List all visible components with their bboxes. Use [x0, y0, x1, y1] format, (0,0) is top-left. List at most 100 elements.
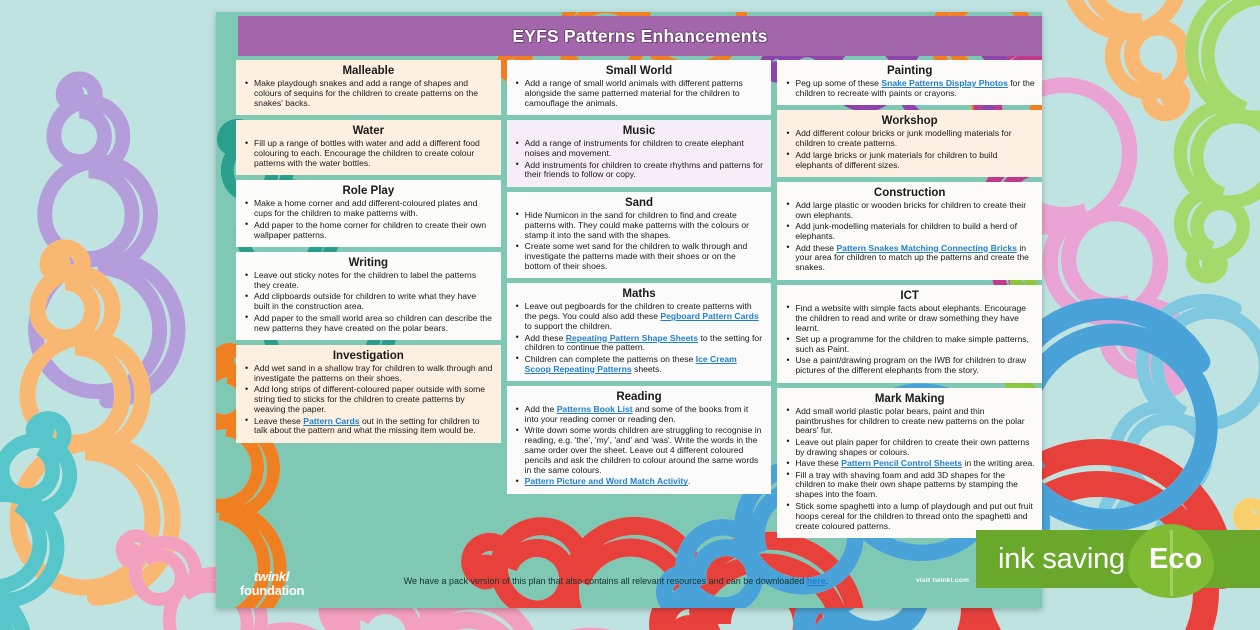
area-bullet-item: Add a range of instruments for children …	[514, 138, 765, 159]
area-bullet-list: Find a website with simple facts about e…	[784, 303, 1035, 376]
resource-link[interactable]: Snake Patterns Display Photos	[881, 78, 1008, 88]
area-cell-role-play: Role PlayMake a home corner and add diff…	[236, 180, 501, 248]
area-cell-writing: WritingLeave out sticky notes for the ch…	[236, 252, 501, 340]
resource-link[interactable]: Pattern Pencil Control Sheets	[841, 458, 963, 469]
twinkl-logo: twinkl foundation	[238, 568, 356, 602]
area-title: Investigation	[332, 350, 404, 362]
footer-download-link[interactable]: here	[806, 576, 826, 586]
footer-note-after: .	[825, 576, 829, 586]
area-bullet-item: Add paper to the small world area so chi…	[243, 313, 494, 334]
area-bullet-list: Leave out sticky notes for the children …	[243, 270, 494, 334]
area-bullet-item: Add long strips of different-coloured pa…	[243, 384, 494, 415]
page-title: EYFS Patterns Enhancements	[512, 25, 768, 46]
eco-badge-ink-label: ink saving	[998, 542, 1125, 575]
area-title: Reading	[616, 391, 662, 404]
worksheet-page: EYFS Patterns Enhancements MalleableMake…	[216, 12, 1042, 608]
resource-link[interactable]: Pattern Snakes Matching Connecting Brick…	[836, 242, 1017, 253]
area-title: Small World	[605, 65, 673, 77]
leaf-icon	[1128, 524, 1214, 598]
footer-note-before: We have a pack version of this plan that…	[403, 576, 807, 586]
area-title: Painting	[886, 65, 933, 77]
logo-line-2: foundation	[240, 583, 305, 598]
area-title: Sand	[624, 196, 654, 209]
area-bullet-list: Make playdough snakes and add a range of…	[243, 78, 494, 109]
area-bullet-item: Add different colour bricks or junk mode…	[784, 128, 1035, 149]
area-bullet-item: Leave these Pattern Cards out in the set…	[243, 415, 494, 437]
ink-saving-eco-badge: ink saving Eco	[976, 524, 1260, 598]
area-cell-painting: PaintingPeg up some of these Snake Patte…	[777, 60, 1042, 106]
area-bullet-item: Fill a tray with shaving foam and add 3D…	[784, 470, 1035, 501]
area-bullet-list: Make a home corner and add different-col…	[243, 199, 494, 240]
column-mid: Small WorldAdd a range of small world an…	[506, 60, 772, 546]
resource-link[interactable]: Ice Cream Scoop Repeating Patterns	[524, 353, 737, 374]
page-title-banner: EYFS Patterns Enhancements	[238, 16, 1042, 56]
area-bullet-item: Find a website with simple facts about e…	[784, 303, 1035, 334]
area-bullet-list: Fill up a range of bottles with water an…	[243, 138, 494, 169]
area-bullet-list: Add different colour bricks or junk mode…	[784, 128, 1035, 171]
area-bullet-list: Add a range of instruments for children …	[514, 138, 765, 180]
area-bullet-list: Peg up some of these Snake Patterns Disp…	[784, 78, 1035, 99]
area-title: ICT	[900, 289, 919, 302]
area-bullet-list: Hide Numicon in the sand for children to…	[514, 210, 765, 272]
area-title: Workshop	[881, 115, 938, 128]
area-bullet-item: Use a paint/drawing program on the IWB f…	[784, 355, 1035, 376]
area-bullet-list: Add large plastic or wooden bricks for c…	[784, 200, 1035, 274]
area-cell-small-world: Small WorldAdd a range of small world an…	[506, 60, 772, 116]
area-bullet-list: Add wet sand in a shallow tray for child…	[243, 363, 494, 437]
area-bullet-item: Pattern Picture and Word Match Activity.	[514, 477, 765, 487]
area-cell-maths: MathsLeave out pegboards for the childre…	[506, 283, 772, 382]
area-bullet-item: Write down some words children are strug…	[514, 426, 765, 476]
area-bullet-item: Add large bricks or junk materials for c…	[784, 150, 1035, 171]
area-bullet-item: Add wet sand in a shallow tray for child…	[243, 363, 494, 384]
area-bullet-item: Add junk-modelling materials for childre…	[784, 221, 1035, 242]
area-bullet-item: Add these Repeating Pattern Shape Sheets…	[514, 332, 765, 354]
area-bullet-item: Leave out plain paper for children to cr…	[784, 437, 1035, 458]
area-bullet-list: Add small world plastic polar bears, pai…	[784, 406, 1035, 532]
area-bullet-item: Add small world plastic polar bears, pai…	[784, 406, 1035, 437]
area-bullet-item: Add paper to the home corner for childre…	[243, 220, 494, 241]
area-bullet-item: Add these Pattern Snakes Matching Connec…	[784, 242, 1035, 274]
area-bullet-item: Stick some spaghetti into a lump of play…	[784, 501, 1035, 532]
page-footer: twinkl foundation We have a pack version…	[216, 550, 1042, 608]
logo-line-1: twinkl	[254, 569, 290, 584]
area-bullet-item: Set up a programme for the children to m…	[784, 334, 1035, 355]
area-cell-ict: ICTFind a website with simple facts abou…	[777, 284, 1042, 383]
column-left: MalleableMake playdough snakes and add a…	[236, 60, 501, 546]
area-cell-mark-making: Mark MakingAdd small world plastic polar…	[777, 387, 1042, 538]
area-bullet-item: Peg up some of these Snake Patterns Disp…	[784, 78, 1035, 99]
area-bullet-item: Add clipboards outside for children to w…	[243, 291, 494, 312]
area-bullet-item: Fill up a range of bottles with water an…	[243, 138, 494, 169]
area-bullet-item: Have these Pattern Pencil Control Sheets…	[784, 458, 1035, 469]
resource-link[interactable]: Pegboard Pattern Cards	[660, 311, 759, 322]
area-cell-reading: ReadingAdd the Patterns Book List and so…	[506, 386, 772, 494]
resource-link[interactable]: Pattern Cards	[303, 415, 360, 426]
area-title: Music	[622, 125, 656, 138]
eco-badge-eco-label: Eco	[1148, 542, 1203, 575]
resource-link[interactable]: Patterns Book List	[556, 404, 633, 415]
resource-link[interactable]: Repeating Pattern Shape Sheets	[565, 332, 699, 343]
area-bullet-item: Hide Numicon in the sand for children to…	[514, 210, 765, 241]
enhancement-grid: MalleableMake playdough snakes and add a…	[236, 60, 1042, 546]
area-title: Maths	[622, 288, 656, 301]
area-bullet-list: Add the Patterns Book List and some of t…	[514, 404, 765, 487]
area-title: Malleable	[342, 65, 395, 77]
column-right: PaintingPeg up some of these Snake Patte…	[777, 60, 1042, 546]
area-title: Mark Making	[874, 392, 945, 405]
resource-link[interactable]: Pattern Picture and Word Match Activity	[524, 476, 688, 487]
area-bullet-item: Add a range of small world animals with …	[514, 78, 765, 109]
area-cell-malleable: MalleableMake playdough snakes and add a…	[236, 60, 501, 116]
area-bullet-item: Add the Patterns Book List and some of t…	[514, 404, 765, 425]
area-bullet-list: Leave out pegboards for the children to …	[514, 301, 765, 375]
visit-twinkl-text: visit twinkl.com	[916, 577, 970, 584]
area-title: Water	[352, 125, 385, 138]
area-cell-workshop: WorkshopAdd different colour bricks or j…	[777, 110, 1042, 177]
area-bullet-list: Add a range of small world animals with …	[514, 78, 765, 109]
area-title: Construction	[873, 186, 946, 199]
area-bullet-item: Add large plastic or wooden bricks for c…	[784, 200, 1035, 221]
area-bullet-item: Children can complete the patterns on th…	[514, 353, 765, 375]
area-bullet-item: Leave out pegboards for the children to …	[514, 301, 765, 332]
area-cell-water: WaterFill up a range of bottles with wat…	[236, 120, 501, 176]
area-title: Writing	[348, 257, 389, 270]
area-cell-music: MusicAdd a range of instruments for chil…	[506, 120, 772, 187]
area-bullet-item: Leave out sticky notes for the children …	[243, 270, 494, 291]
